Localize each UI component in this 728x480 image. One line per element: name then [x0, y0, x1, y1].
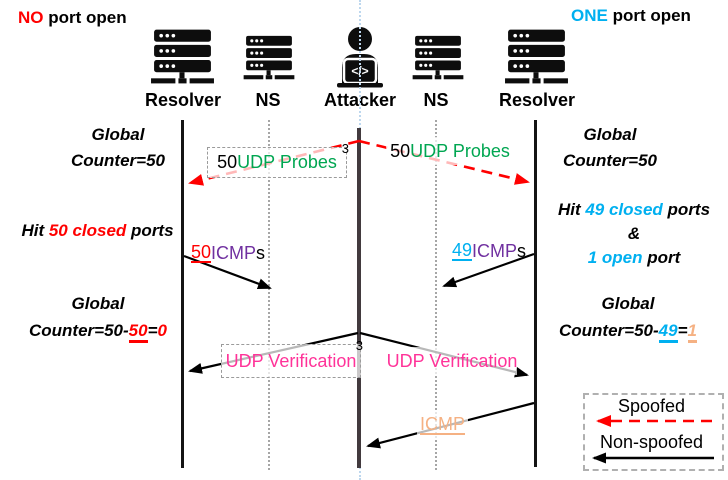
resolver-right-lifeline	[534, 120, 537, 467]
left-counter-top-line2: Counter=50	[71, 151, 165, 170]
ns-left-lifeline	[268, 120, 270, 470]
left-hit-pre: Hit	[21, 221, 49, 240]
verification-label-right: UDP Verification	[387, 347, 517, 375]
right-global-counter-bottom: Global Counter=50-49=1	[542, 290, 714, 344]
left-global-counter-top: Global Counter=50	[43, 122, 193, 174]
right-hit-line1: Hit 49 closed ports	[544, 198, 724, 222]
probes-left-count: 50	[217, 152, 238, 172]
server-rack-icon	[242, 35, 296, 86]
verification-right-text: UDP Verification	[386, 350, 518, 371]
right-counter-bottom-line2: Counter=50-49=1	[542, 317, 714, 344]
icmps-right-count: 49	[452, 239, 473, 262]
attacker-lifeline	[357, 128, 361, 468]
left-counter-pre: Counter=50-	[29, 321, 129, 340]
icmps-left-suffix: s	[256, 242, 266, 263]
title-one-port-open: ONE port open	[571, 6, 691, 26]
no-highlight: NO	[18, 8, 44, 27]
verification-left-text: UDP Verification	[225, 350, 357, 371]
right-counter-top-line1: Global	[583, 125, 637, 144]
icmps-left-text: ICMP	[211, 242, 257, 263]
right-hit-highlight: 49 closed	[585, 200, 663, 219]
resolver-left-lifeline	[181, 120, 184, 468]
right-hit-pre: Hit	[557, 200, 586, 219]
left-counter-top-line1: Global	[91, 125, 145, 144]
left-counter-subtracted: 50	[128, 322, 148, 343]
left-global-counter-bottom: Global Counter=50-50=0	[10, 290, 186, 344]
server-rack-icon	[411, 35, 465, 86]
right-counter-equals: =	[677, 321, 688, 340]
right-counter-subtracted: 49	[658, 322, 678, 343]
right-hit-note: Hit 49 closed ports & 1 open port	[544, 198, 724, 270]
left-counter-bottom-line2: Counter=50-50=0	[10, 317, 186, 344]
left-hit-highlight: 50 closed	[48, 221, 127, 240]
legend-spoofed-label: Spoofed	[617, 396, 686, 416]
right-global-counter-top: Global Counter=50	[535, 122, 685, 174]
right-hit-post: ports	[662, 200, 711, 219]
server-rack-icon	[149, 29, 216, 90]
right-counter-top-line2: Counter=50	[563, 151, 657, 170]
icmps-right-text: ICMP	[472, 240, 518, 261]
probes-label-right: 50 UDP Probes	[386, 137, 514, 165]
left-hit-post: ports	[126, 221, 174, 240]
no-rest: port open	[43, 8, 127, 27]
left-counter-result: 0	[157, 321, 167, 340]
right-hit-post2: port	[642, 248, 681, 267]
left-counter-bottom-line1: Global	[71, 294, 125, 313]
right-counter-bottom-line1: Global	[601, 294, 655, 313]
server-rack-icon	[503, 29, 570, 90]
left-counter-equals: =	[147, 321, 158, 340]
entity-ns-left: NS	[255, 90, 281, 110]
entity-ns-right: NS	[423, 90, 449, 110]
icmps-right-suffix: s	[517, 240, 527, 261]
right-hit-highlight2: 1 open	[587, 248, 643, 267]
one-highlight: ONE	[571, 6, 608, 25]
verification-left-footnote: 3	[355, 338, 363, 353]
probes-right-text: UDP Probes	[410, 140, 510, 161]
probes-left-footnote: 3	[341, 141, 349, 156]
right-counter-pre: Counter=50-	[559, 321, 659, 340]
entity-resolver-right: Resolver	[498, 90, 576, 110]
icmp-bottom-text: ICMP	[420, 413, 465, 436]
probes-label-left: 50 UDP Probes 3	[207, 141, 349, 178]
probes-right-count: 50	[390, 140, 411, 161]
legend-nonspoofed-label: Non-spoofed	[599, 432, 704, 452]
right-counter-result: 1	[687, 322, 697, 343]
icmp-bottom-label: ICMP	[417, 412, 468, 438]
entity-resolver-left: Resolver	[144, 90, 222, 110]
right-hit-line2: 1 open port	[544, 246, 724, 270]
ns-right-lifeline	[435, 120, 437, 470]
icmps-left-count: 50	[191, 241, 212, 264]
one-rest: port open	[607, 6, 691, 25]
probes-left-text: UDP Probes	[237, 152, 337, 172]
title-no-port-open: NO port open	[18, 8, 127, 28]
right-hit-ampersand: &	[627, 224, 641, 243]
left-hit-note: Hit 50 closed ports	[10, 218, 185, 244]
